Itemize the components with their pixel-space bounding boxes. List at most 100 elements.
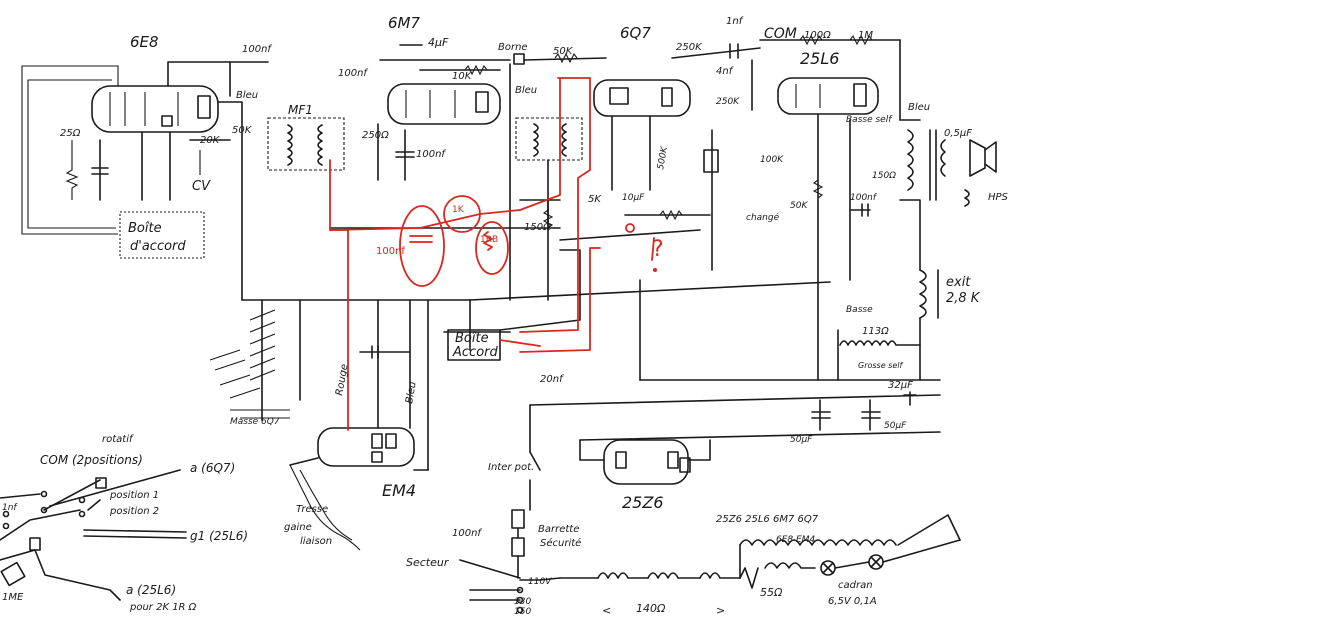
label-10uf: 10µF — [622, 193, 645, 203]
label-exclaim: ? — [652, 237, 664, 262]
label-boite-accord-2: Boîte — [455, 331, 489, 346]
label-basse-self: Basse self — [846, 115, 893, 125]
label-25z6: 25Z6 — [622, 493, 664, 512]
label-pour: pour 2K 1R Ω — [129, 602, 197, 613]
label-10k: 10K — [452, 71, 473, 82]
label-change: changé — [746, 212, 780, 223]
label-50k-b: 50K — [232, 125, 253, 136]
label-a-25l6: a (25L6) — [126, 583, 176, 597]
transformer-mf1 — [267, 117, 345, 171]
label-borne: Borne — [498, 42, 528, 53]
svg-text:>: > — [716, 604, 725, 617]
tube-6e8 — [91, 85, 219, 133]
label-55: 55Ω — [760, 586, 783, 599]
label-50uf-b: 50µF — [884, 421, 907, 431]
label-25l6: 25L6 — [800, 49, 839, 68]
label-130: 130 — [514, 597, 531, 607]
label-50uf-a: 50µF — [790, 435, 813, 445]
label-chain2: 6E8 EM4 — [776, 535, 815, 545]
label-com: COM — [764, 26, 797, 42]
label-position1: position 1 — [109, 490, 159, 501]
label-1nf-left: 1nf — [2, 503, 18, 513]
label-6e8: 6E8 — [130, 33, 159, 51]
label-grosse-self: Grosse self — [858, 361, 903, 370]
label-exit-val: 2,8 K — [946, 291, 981, 306]
label-rouge: Rouge — [334, 363, 350, 396]
label-tresse: Tresse — [296, 504, 328, 515]
label-20k: 20K — [200, 135, 221, 146]
label-boite-accord-1b: d'accord — [130, 239, 186, 254]
label-100nf-c: 100nf — [850, 193, 878, 203]
tube-25z6 — [603, 439, 691, 485]
label-100nf-6m7: 100nf — [338, 68, 368, 79]
label-1m: 1M — [858, 30, 873, 41]
label-em4: EM4 — [382, 481, 416, 500]
label-rotatif: rotatif — [102, 434, 134, 445]
label-100nf-b: 100nf — [416, 149, 446, 160]
label-20nf: 20nf — [540, 374, 564, 385]
label-4nf: 4nf — [716, 66, 734, 77]
label-500k: 500K — [656, 145, 670, 171]
label-5k: 5K — [588, 194, 602, 205]
radio-schematic-diagram: 6E8 6M7 6Q7 COM 25L6 EM4 25Z6 MF1 CV Boî… — [0, 14, 1009, 617]
label-red-100nf: 100nf — [376, 246, 405, 257]
label-110v: 110V — [528, 577, 552, 587]
label-red-1k: 1K — [452, 205, 465, 215]
label-barrette: Barrette — [538, 524, 579, 535]
label-boite-accord-2b: Accord — [452, 345, 498, 360]
label-bleu-1: Bleu — [236, 90, 258, 101]
label-bleu-2: Bleu — [515, 85, 537, 96]
label-32uf: 32µF — [888, 380, 913, 391]
red-modifications — [329, 77, 657, 431]
schematic-sheet: 6E8 6M7 6Q7 COM 25L6 EM4 25Z6 MF1 CV Boî… — [0, 14, 1009, 617]
label-250k: 250K — [676, 42, 703, 53]
label-100nf-6e8: 100nf — [242, 44, 272, 55]
label-lamp: cadran — [838, 580, 873, 591]
label-25ohm: 25Ω — [60, 128, 81, 139]
svg-text:<: < — [602, 604, 611, 617]
label-masse-6q7: Masse 6Q7 — [230, 417, 280, 427]
label-4uf: 4µF — [428, 36, 449, 49]
label-secteur: Secteur — [406, 556, 450, 569]
label-securite: Sécurité — [540, 537, 581, 549]
label-basse: Basse — [846, 305, 873, 315]
label-113: 113Ω — [862, 326, 889, 337]
label-red-150: 150Ω — [524, 222, 551, 233]
label-hps: HPS — [988, 192, 1009, 203]
label-exit: exit — [946, 275, 971, 290]
tube-em4 — [317, 427, 415, 467]
label-liaison: liaison — [300, 536, 332, 547]
label-6q7: 6Q7 — [620, 24, 651, 42]
label-6m7: 6M7 — [388, 14, 420, 32]
label-bleu-4: Bleu — [404, 381, 419, 405]
label-100k: 100K — [760, 155, 784, 165]
label-1nf: 1nf — [726, 16, 744, 27]
label-boite-accord-1: Boîte — [128, 221, 162, 236]
tube-25l6 — [777, 77, 879, 115]
label-1me: 1ME — [2, 592, 24, 603]
label-50k-top: 50K — [553, 46, 574, 57]
label-250k-b: 250K — [716, 97, 740, 107]
label-position2: position 2 — [109, 506, 159, 517]
label-bleu-3: Bleu — [908, 102, 930, 113]
label-red-1rb: 1RB — [480, 235, 498, 245]
label-100ohm: 100Ω — [804, 30, 831, 41]
label-lamp-val: 6,5V 0,1A — [828, 596, 877, 607]
blank-margin — [1030, 0, 1339, 617]
label-140: 140Ω — [636, 602, 666, 615]
label-g1-25l6: g1 (25L6) — [190, 529, 248, 543]
tube-6m7 — [387, 83, 501, 125]
label-mf1: MF1 — [288, 103, 313, 117]
label-100nf-sect: 100nf — [452, 528, 482, 539]
label-com-2pos: COM (2positions) — [40, 453, 143, 467]
label-150: 150 — [514, 607, 531, 617]
label-a-6q7: a (6Q7) — [190, 461, 235, 475]
label-150ohm: 150Ω — [872, 171, 896, 181]
label-0-5uf: 0,5µF — [944, 128, 972, 139]
label-250ohm: 250Ω — [362, 130, 389, 141]
label-50k-c: 50K — [790, 201, 808, 211]
label-chain: 25Z6 25L6 6M7 6Q7 — [716, 514, 819, 525]
label-inter-pot: Inter pot. — [488, 462, 534, 473]
tube-6q7 — [593, 79, 691, 117]
label-cv: CV — [192, 179, 211, 194]
